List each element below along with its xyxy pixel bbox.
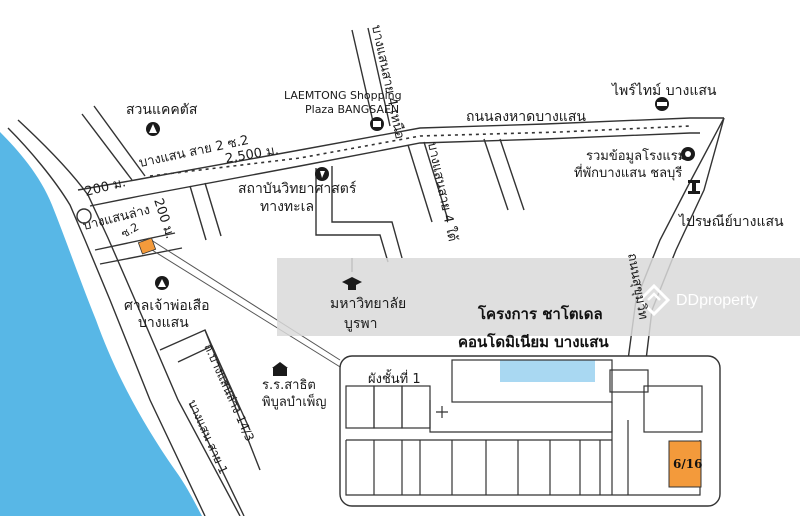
sai4-tai-road-b [423, 141, 449, 221]
side-road-c [499, 138, 525, 211]
label-shrine-2: บางแสน [138, 315, 189, 331]
shrine-icon [155, 276, 169, 290]
sai2-road-a [81, 113, 133, 181]
leader-line-2 [147, 237, 341, 361]
leader-line [151, 249, 346, 371]
label-laemtong-1: LAEMTONG Shopping [284, 89, 402, 102]
sai4-nuea-road-b [367, 27, 391, 127]
label-hotel-2: ที่พักบางแสน ชลบุรี [574, 164, 682, 181]
sai4-nuea-road-a [351, 29, 375, 127]
label-school-1: ร.ร.สาธิต [262, 378, 316, 393]
unit-6-16-box [668, 440, 702, 488]
sai2-road-b [93, 105, 146, 177]
car-icon [655, 97, 669, 111]
marine-road-b [204, 182, 222, 237]
label-floor-plan-title: ผังชั้นที่ 1 [368, 369, 421, 387]
roundabout [76, 208, 92, 224]
floor-plan-frame [339, 355, 721, 507]
label-post-office: ไปรษณีย์บางแสน [678, 213, 784, 230]
label-dist-200-left: 200 ม. [83, 175, 127, 200]
school-icon [272, 362, 288, 376]
label-project-1: โครงการ ชาโตเดล [477, 304, 603, 323]
label-suan-khaek-dat: สวนแคคตัส [126, 102, 198, 118]
label-unit-number: 6/16 [673, 457, 702, 471]
condo-location-marker [137, 237, 157, 255]
beach-road-top [77, 117, 724, 191]
side-road-b [483, 138, 509, 211]
label-beach-road: ถนนลงหาดบางแสน [466, 109, 586, 125]
label-school-2: พิบูลบำเพ็ญ [262, 392, 326, 410]
ddproperty-watermark: DDproperty [676, 292, 758, 309]
park-icon [146, 122, 160, 136]
coast-road-outer [7, 127, 206, 516]
label-marine-2: ทางทะเล [260, 199, 314, 215]
shopping-bag-icon [370, 117, 384, 131]
label-laemtong-2: Plaza BANGSAEN [305, 103, 399, 116]
label-bangsaen-sai4-tai: บางแสนสาย 4 ใต้ [424, 141, 461, 243]
marine-road-a [189, 185, 207, 241]
label-marine-1: สถาบันวิทยาศาสตร์ [238, 180, 357, 197]
beach-road-bottom [89, 132, 700, 207]
label-hotel-1: รวมข้อมูลโรงแรม [586, 148, 686, 164]
uni-road-b [331, 166, 403, 259]
label-shrine-1: ศาลเจ้าพ่อเสือ [124, 298, 210, 314]
uni-road-a [315, 168, 389, 263]
sai4-tai-road-a [407, 144, 433, 223]
ddproperty-logo-icon [637, 283, 671, 317]
label-project-2: คอนโดมิเนียม บางแสน [458, 332, 609, 351]
road-14-3-d [189, 403, 245, 516]
sea-area [0, 132, 202, 516]
label-university-1: มหาวิทยาลัย [330, 296, 406, 312]
label-university-2: บูรพา [344, 316, 378, 332]
label-bangsaen-sai1: บางแสน สาย 1 [185, 398, 230, 477]
route-dash-top [149, 125, 691, 177]
label-dist-200-diag: 200 ม. [150, 197, 177, 241]
post-office-icon [688, 180, 700, 194]
pool [500, 360, 595, 382]
cross-road-a [94, 232, 176, 251]
map-pin-icon [315, 167, 329, 181]
project-banner [277, 258, 800, 336]
graduation-cap-icon [342, 277, 362, 290]
label-bang-saen-lang: บางแสนล่าง [81, 203, 151, 234]
coast-road-inner [17, 119, 241, 516]
camera-icon [681, 147, 695, 161]
road-14-3-c [204, 329, 261, 471]
label-prime-time: ไพร์ไทม์ บางแสน [611, 82, 717, 99]
